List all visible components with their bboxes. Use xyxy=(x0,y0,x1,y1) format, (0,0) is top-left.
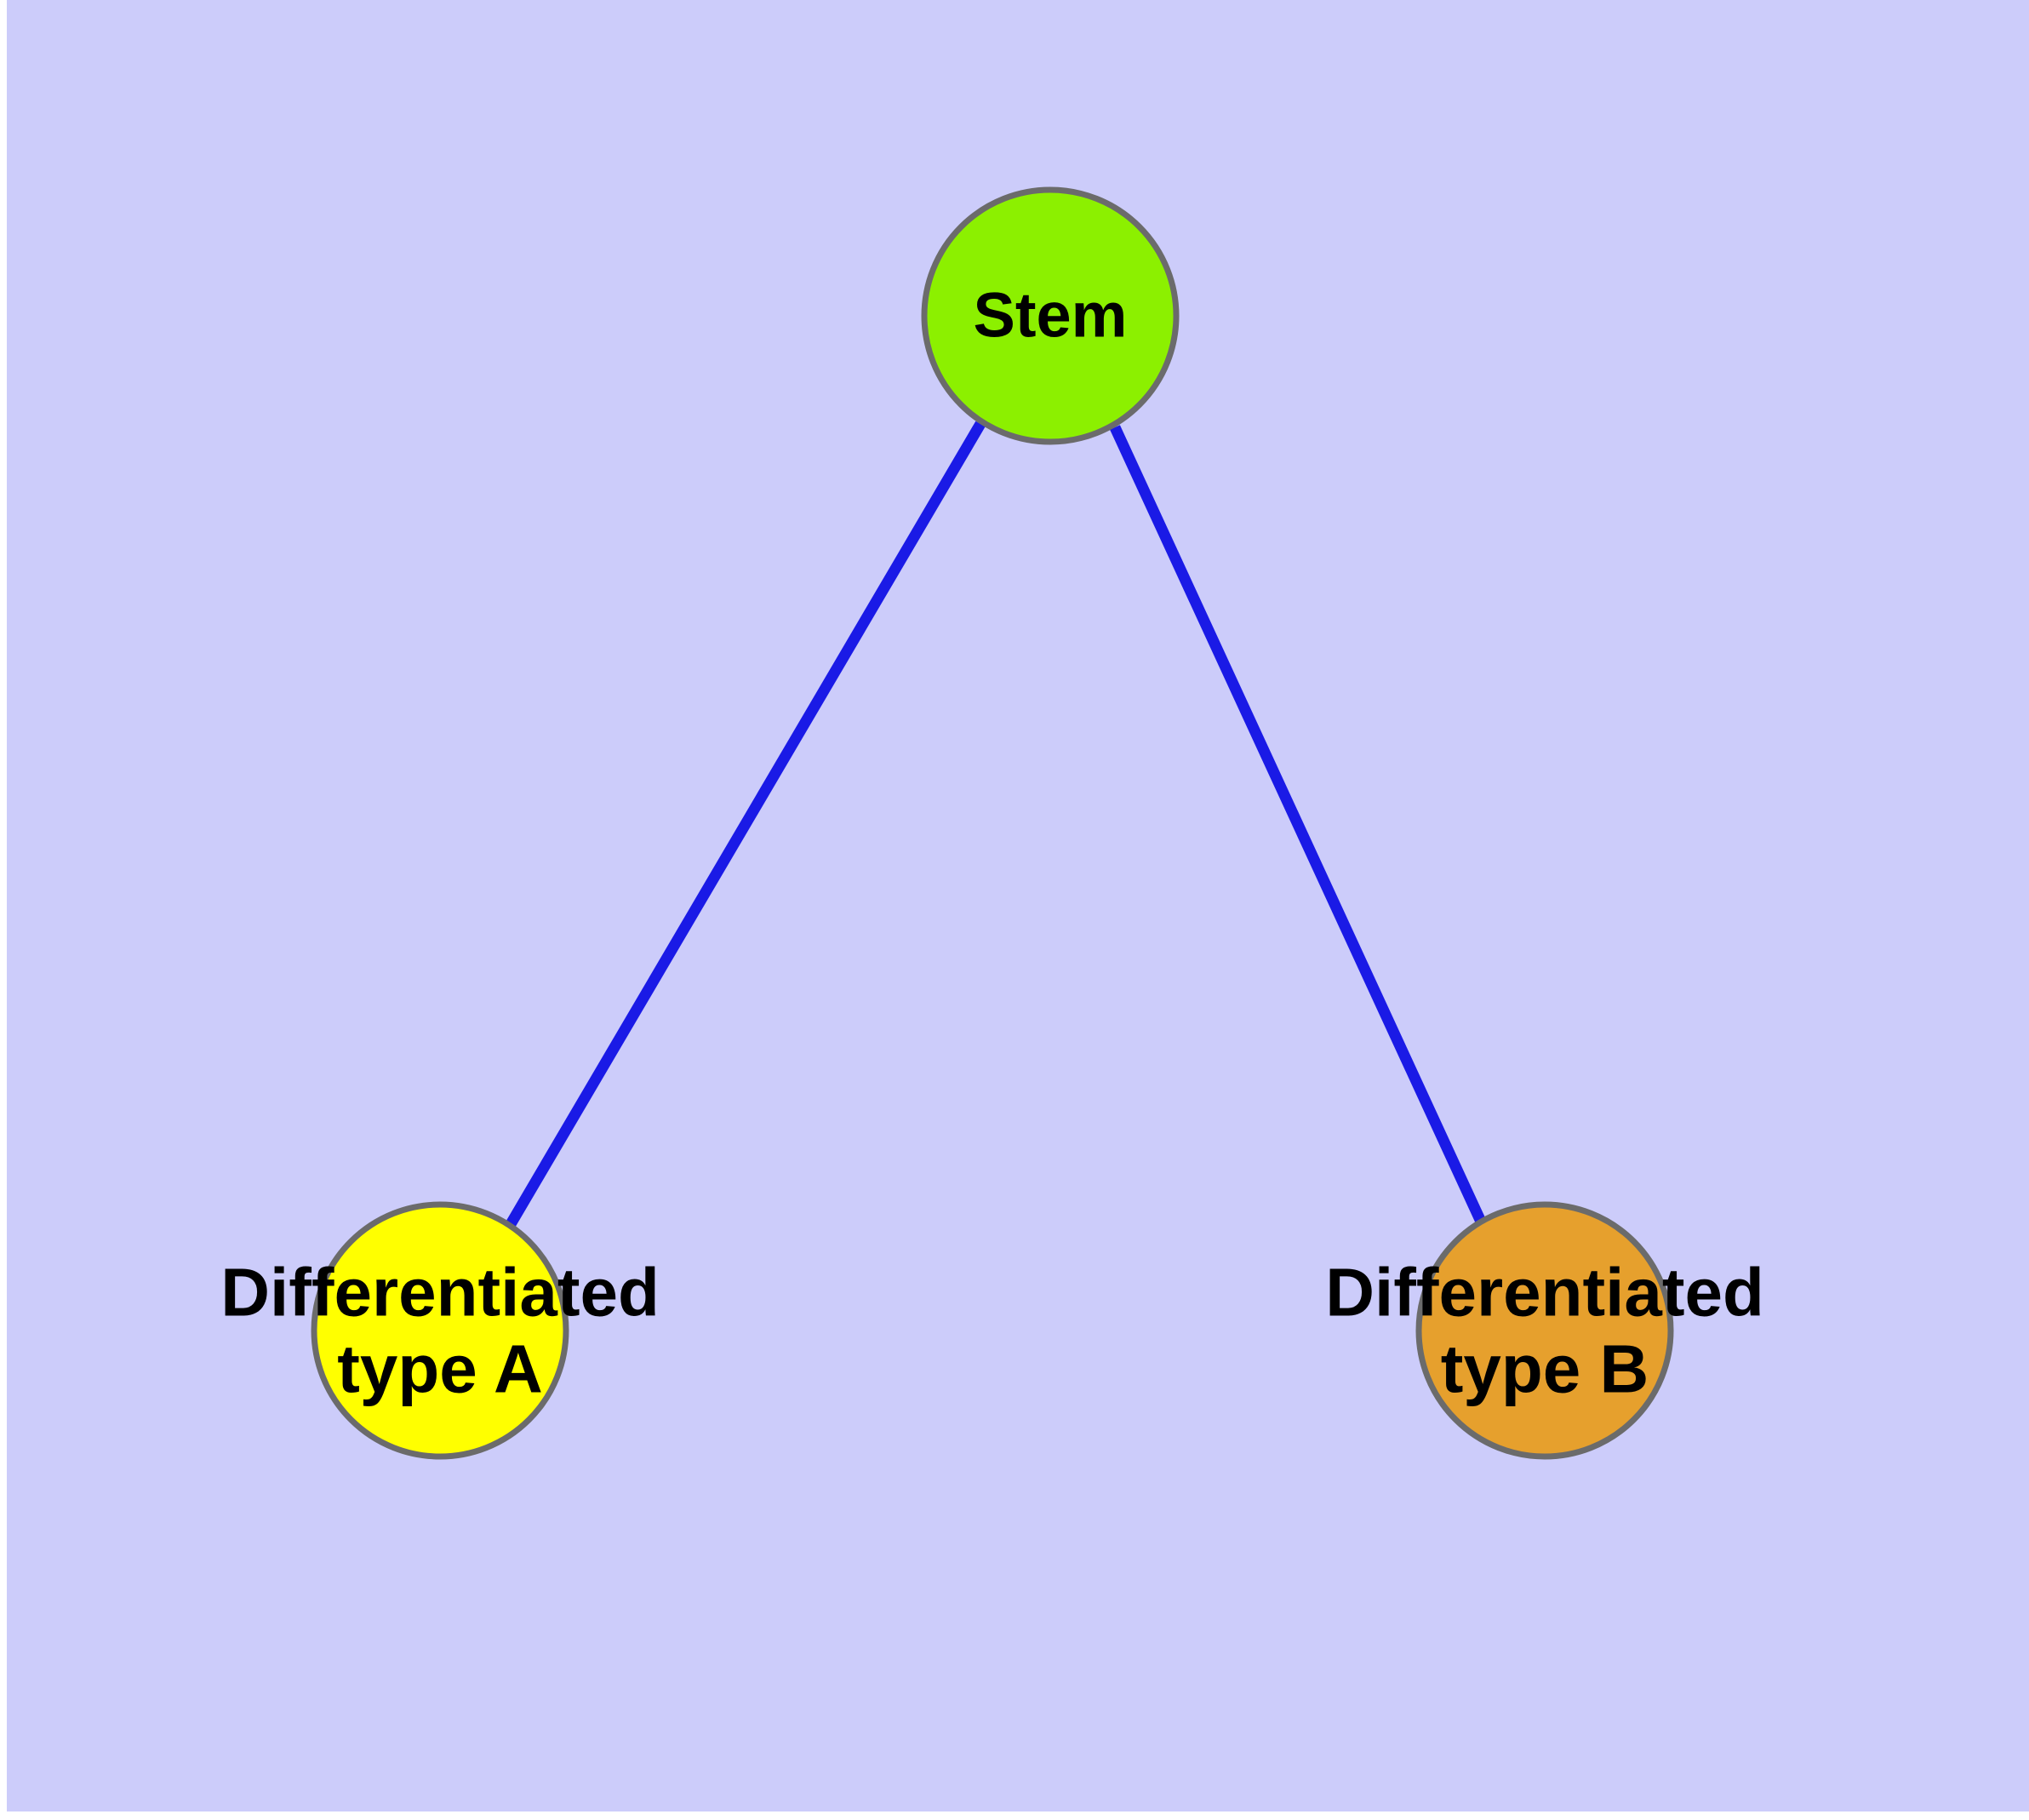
node-differentiated-type-b[interactable] xyxy=(1415,1201,1674,1460)
node-stem[interactable] xyxy=(921,186,1180,445)
node-layer xyxy=(311,186,1674,1460)
edge-layer xyxy=(506,421,1486,1228)
node-differentiated-type-a[interactable] xyxy=(311,1201,569,1460)
edge-stem-to-differentiated-type-b xyxy=(1110,425,1486,1224)
edge-stem-to-differentiated-type-a xyxy=(506,421,986,1228)
